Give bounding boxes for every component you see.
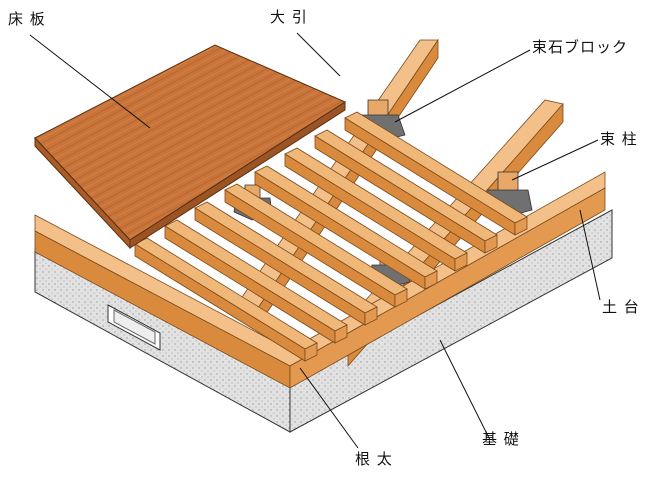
leader-lines [29,32,601,449]
label-floor-board: 床 板 [8,10,46,28]
joist [164,219,348,344]
foundation [34,209,613,433]
joist [344,111,528,236]
label-footing-block: 束石ブロック [532,38,629,56]
joist [284,147,468,272]
label-sill: 土 台 [602,298,640,316]
floor-board [34,44,347,250]
label-main-beam: 大 引 [270,8,308,26]
joists [134,111,528,362]
joist [314,129,498,254]
joist [224,183,408,308]
joist [134,237,318,362]
label-floor-post: 束 柱 [600,130,638,148]
joist [194,201,378,326]
label-joist: 根 太 [355,450,393,468]
label-foundation: 基 礎 [482,430,520,448]
joist [254,165,438,290]
